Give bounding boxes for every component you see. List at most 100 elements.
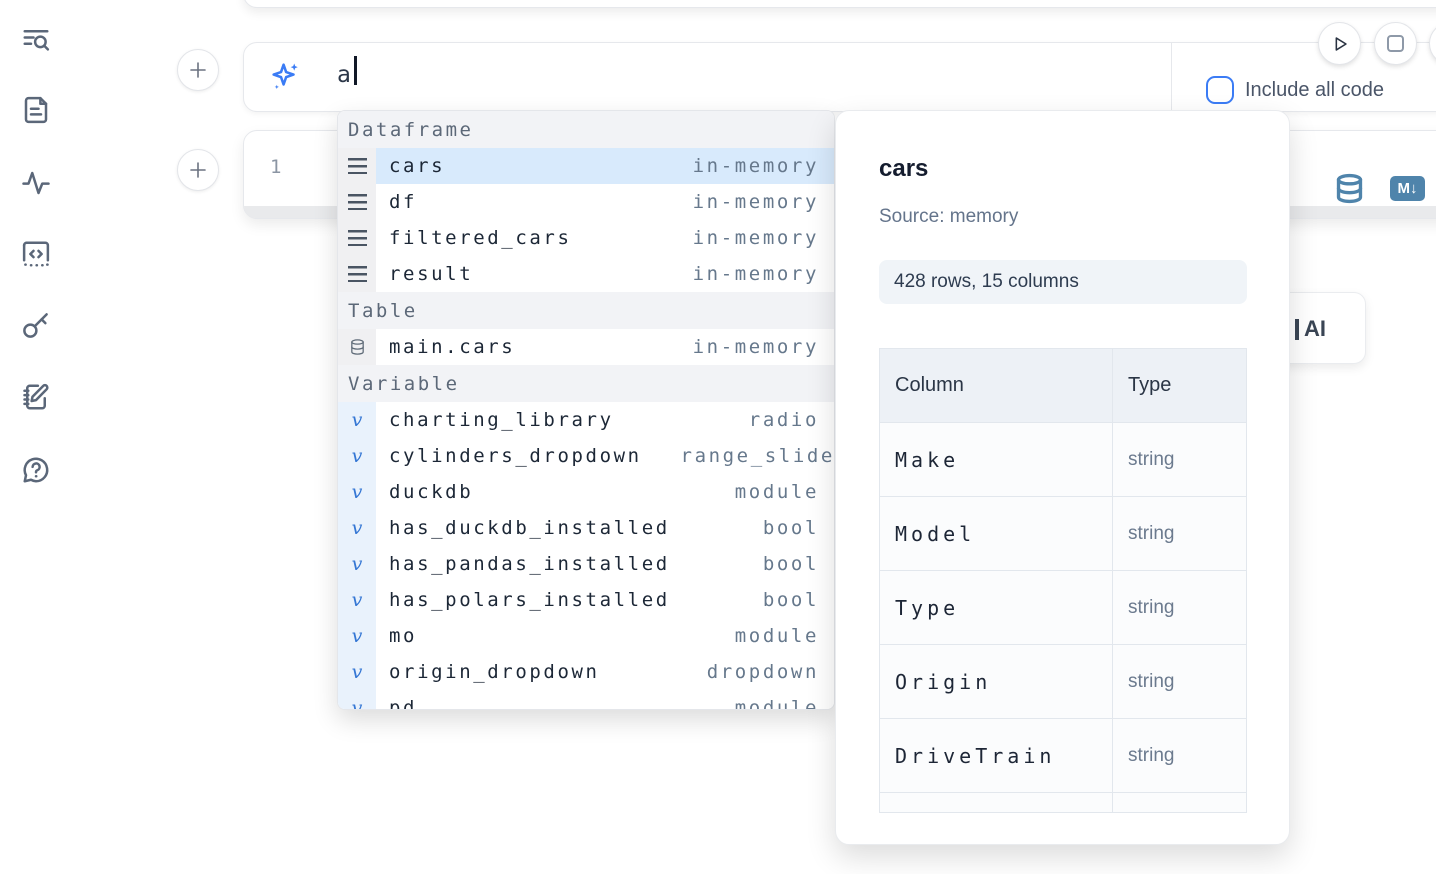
- dataframe-preview-panel: cars Source: memory 428 rows, 15 columns…: [835, 110, 1290, 845]
- key-icon[interactable]: [21, 310, 51, 340]
- dataframe-rows-icon: [338, 184, 376, 220]
- autocomplete-item-mo[interactable]: v mo module: [338, 618, 834, 654]
- dataframe-rows-icon: [338, 256, 376, 292]
- autocomplete-item-duckdb[interactable]: v duckdb module: [338, 474, 834, 510]
- column-name: Origin: [895, 669, 992, 694]
- schema-row-type: Type string: [880, 571, 1246, 645]
- schema-row-make: Make string: [880, 423, 1246, 497]
- markdown-action-icon[interactable]: M↓: [1390, 176, 1425, 201]
- run-cell-button[interactable]: [1318, 22, 1361, 65]
- schema-header-row: Column Type: [880, 349, 1246, 423]
- item-type: radio: [748, 409, 819, 431]
- item-type: module: [734, 625, 819, 647]
- type-header: Type: [1128, 374, 1172, 396]
- column-type: string: [1128, 448, 1175, 470]
- variable-icon: v: [338, 438, 376, 474]
- item-name: duckdb: [389, 481, 474, 503]
- item-type: bool: [762, 589, 819, 611]
- shape-badge: 428 rows, 15 columns: [879, 260, 1247, 304]
- column-type: string: [1128, 522, 1175, 544]
- ai-label: AI: [1304, 316, 1326, 341]
- item-name: has_polars_installed: [389, 589, 670, 611]
- notebook-pen-icon[interactable]: [21, 382, 51, 412]
- item-name: charting_library: [389, 409, 614, 431]
- include-all-code-label: Include all code: [1245, 79, 1384, 101]
- item-name: main.cars: [389, 336, 516, 358]
- ai-prompt-cell: a Include all code: [243, 42, 1436, 112]
- help-chat-icon[interactable]: [21, 455, 51, 485]
- autocomplete-item-filtered-cars[interactable]: filtered_cars in-memory: [338, 220, 834, 256]
- schema-row-model: Model string: [880, 497, 1246, 571]
- text-cursor: [354, 56, 357, 85]
- autocomplete-item-has-pandas-installed[interactable]: v has_pandas_installed bool: [338, 546, 834, 582]
- item-type: in-memory: [692, 263, 819, 285]
- column-type: string: [1128, 596, 1175, 618]
- database-action-icon[interactable]: [1334, 173, 1365, 204]
- variable-icon: v: [338, 546, 376, 582]
- code-snippets-icon[interactable]: [21, 239, 51, 269]
- item-type: module: [734, 697, 819, 710]
- list-search-icon[interactable]: [21, 25, 51, 55]
- autocomplete-item-has-duckdb-installed[interactable]: v has_duckdb_installed bool: [338, 510, 834, 546]
- item-type: in-memory: [692, 155, 819, 177]
- preview-source: Source: memory: [879, 206, 1019, 227]
- item-name: filtered_cars: [389, 227, 572, 249]
- item-type: in-memory: [692, 336, 819, 358]
- item-type: module: [734, 481, 819, 503]
- file-text-icon[interactable]: [21, 95, 51, 125]
- variable-icon: v: [338, 510, 376, 546]
- item-type: in-memory: [692, 227, 819, 249]
- variable-icon: v: [338, 402, 376, 438]
- item-type: bool: [762, 553, 819, 575]
- dataframe-rows-icon: [338, 220, 376, 256]
- autocomplete-item-result[interactable]: result in-memory: [338, 256, 834, 292]
- item-name: origin_dropdown: [389, 661, 600, 683]
- activity-icon[interactable]: [21, 168, 51, 198]
- column-type: string: [1128, 670, 1175, 692]
- item-name: result: [389, 263, 474, 285]
- column-name: Type: [895, 595, 960, 620]
- sparkles-icon: [268, 59, 302, 93]
- item-name: df: [389, 191, 418, 213]
- column-type: string: [1128, 744, 1175, 766]
- autocomplete-item-cylinders-dropdown[interactable]: v cylinders_dropdown range_slider: [338, 438, 834, 474]
- item-type: dropdown: [706, 661, 819, 683]
- variable-icon: v: [338, 618, 376, 654]
- variable-icon: v: [338, 654, 376, 690]
- autocomplete-item-origin-dropdown[interactable]: v origin_dropdown dropdown: [338, 654, 834, 690]
- item-type: range_slider: [680, 445, 834, 467]
- ai-prompt-input[interactable]: a: [337, 62, 353, 88]
- column-name: Make: [895, 447, 960, 472]
- add-cell-button-bottom[interactable]: [177, 149, 219, 191]
- add-cell-button-top[interactable]: [177, 49, 219, 91]
- table-database-icon: [338, 329, 376, 365]
- dataframe-rows-icon: [338, 148, 376, 184]
- stop-button[interactable]: [1374, 22, 1417, 65]
- line-number: 1: [270, 156, 284, 178]
- schema-row-origin: Origin string: [880, 645, 1246, 719]
- variable-icon: v: [338, 474, 376, 510]
- variable-icon: v: [338, 690, 376, 709]
- stop-icon: [1387, 35, 1404, 52]
- autocomplete-item-charting-library[interactable]: v charting_library radio: [338, 402, 834, 438]
- autocomplete-item-main-cars[interactable]: main.cars in-memory: [338, 329, 834, 365]
- column-name: Model: [895, 521, 976, 546]
- item-type: bool: [762, 517, 819, 539]
- include-all-code-checkbox[interactable]: [1206, 76, 1234, 104]
- schema-row-drivetrain: DriveTrain string: [880, 719, 1246, 793]
- autocomplete-item-pd-partial[interactable]: v pd module: [338, 690, 834, 710]
- schema-table: Column Type Make string Model string Typ…: [879, 348, 1247, 813]
- previous-cell-partial: [243, 0, 1436, 8]
- item-name: cylinders_dropdown: [389, 445, 642, 467]
- item-name: has_duckdb_installed: [389, 517, 670, 539]
- item-name: mo: [389, 625, 418, 647]
- schema-row-partial: [880, 793, 1246, 812]
- autocomplete-item-cars[interactable]: cars in-memory: [338, 148, 834, 184]
- section-header-dataframe: Dataframe: [338, 111, 834, 148]
- item-name: pd: [389, 697, 418, 710]
- item-name: has_pandas_installed: [389, 553, 670, 575]
- item-name: cars: [389, 155, 446, 177]
